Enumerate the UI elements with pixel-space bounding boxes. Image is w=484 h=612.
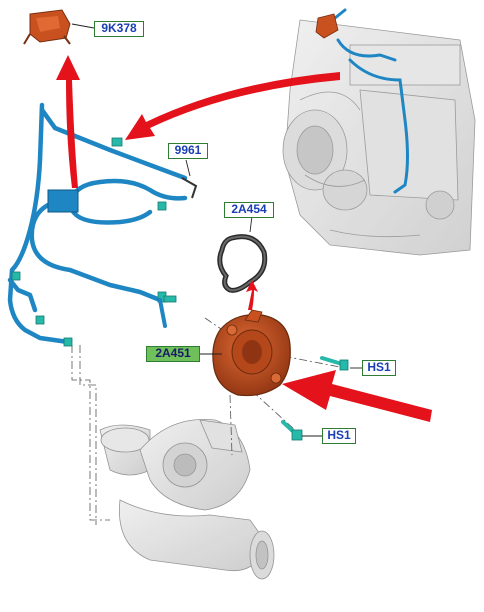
gasket-ring <box>217 234 268 293</box>
bolt-lower <box>281 420 303 441</box>
label-9k378: 9K378 <box>94 21 144 37</box>
red-indicator-arrows <box>56 55 432 422</box>
hose-end-clip <box>181 177 198 199</box>
vacuum-pump <box>212 309 291 397</box>
turbocharger <box>99 419 275 580</box>
vacuum-filter-part <box>23 9 71 45</box>
hose-tee-junction <box>47 189 79 213</box>
hose-connector-post <box>158 298 167 328</box>
label-9961: 9961 <box>168 143 208 159</box>
vacuum-hose-assembly <box>7 102 188 345</box>
label-2a451: 2A451 <box>146 346 200 362</box>
label-hs1-upper: HS1 <box>362 360 396 376</box>
label-2a454: 2A454 <box>224 202 274 218</box>
leader-lines <box>71 23 364 437</box>
bolt-upper <box>320 356 349 371</box>
engine-filter-part <box>315 13 339 39</box>
hose-fittings <box>11 137 177 347</box>
label-hs1-lower: HS1 <box>322 428 356 444</box>
